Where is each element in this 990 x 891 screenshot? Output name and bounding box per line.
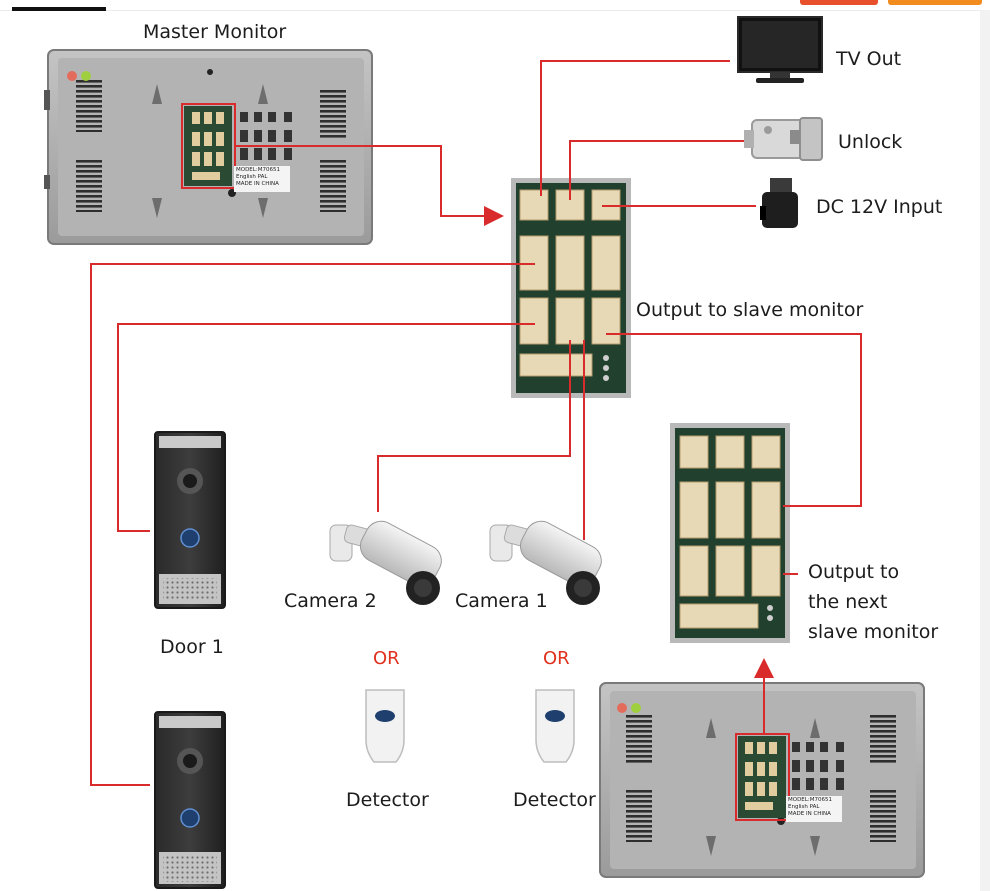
dc-input-label: DC 12V Input <box>816 196 943 218</box>
unlock-label: Unlock <box>838 131 903 153</box>
door-1-wire <box>117 323 535 532</box>
unlock-wire <box>569 140 744 200</box>
scrollbar[interactable] <box>980 10 990 891</box>
main-pcb-board <box>511 178 631 398</box>
wiring-lines <box>90 60 862 786</box>
tv-icon <box>737 16 823 83</box>
master-monitor <box>44 49 373 245</box>
tv-out-label: TV Out <box>836 48 902 70</box>
power-adapter-icon <box>760 178 798 228</box>
master-to-board-wire <box>236 145 504 226</box>
camera-2-icon <box>329 520 442 605</box>
plate-model-text: MODEL:M70651 <box>788 797 832 803</box>
detector-left-label: Detector <box>346 789 429 811</box>
door-1-label: Door 1 <box>160 636 224 658</box>
plate-model-text: MODEL:M70651 <box>236 167 280 173</box>
output-next-label-line3: slave monitor <box>808 621 939 643</box>
camera-1-label: Camera 1 <box>455 590 548 612</box>
active-tab-indicator[interactable] <box>12 7 106 11</box>
camera-2-wire <box>377 340 571 512</box>
plate-system-text: English PAL <box>236 174 268 180</box>
output-next-label-line2: the next <box>808 591 888 613</box>
master-monitor-label: Master Monitor <box>143 21 287 43</box>
or-left-label: OR <box>373 648 400 669</box>
door-station-1 <box>154 431 226 609</box>
top-red-button[interactable] <box>800 0 878 5</box>
slave-model-plate: MODEL:M70651 English PAL MADE IN CHINA <box>788 797 832 818</box>
plate-origin-text: MADE IN CHINA <box>236 181 279 187</box>
output-slave-label: Output to slave monitor <box>636 299 864 321</box>
plate-origin-text: MADE IN CHINA <box>788 811 831 817</box>
top-divider <box>0 10 980 11</box>
door-station-2 <box>154 711 226 889</box>
electric-lock-icon <box>744 117 823 161</box>
master-model-plate: MODEL:M70651 English PAL MADE IN CHINA <box>236 167 280 188</box>
camera-2-label: Camera 2 <box>284 590 377 612</box>
slave-output-wire <box>606 333 862 507</box>
detector-right-label: Detector <box>513 789 596 811</box>
slave-pcb-board <box>670 423 790 643</box>
detector-right-icon <box>535 689 575 763</box>
tv-out-wire <box>540 60 730 196</box>
door-2-wire <box>90 263 535 786</box>
output-next-label-line1: Output to <box>808 561 900 583</box>
top-orange-button[interactable] <box>888 0 982 5</box>
detector-left-icon <box>365 689 405 763</box>
slave-monitor <box>599 682 925 878</box>
or-right-label: OR <box>543 648 570 669</box>
camera-1-icon <box>489 520 602 605</box>
plate-system-text: English PAL <box>788 804 820 810</box>
